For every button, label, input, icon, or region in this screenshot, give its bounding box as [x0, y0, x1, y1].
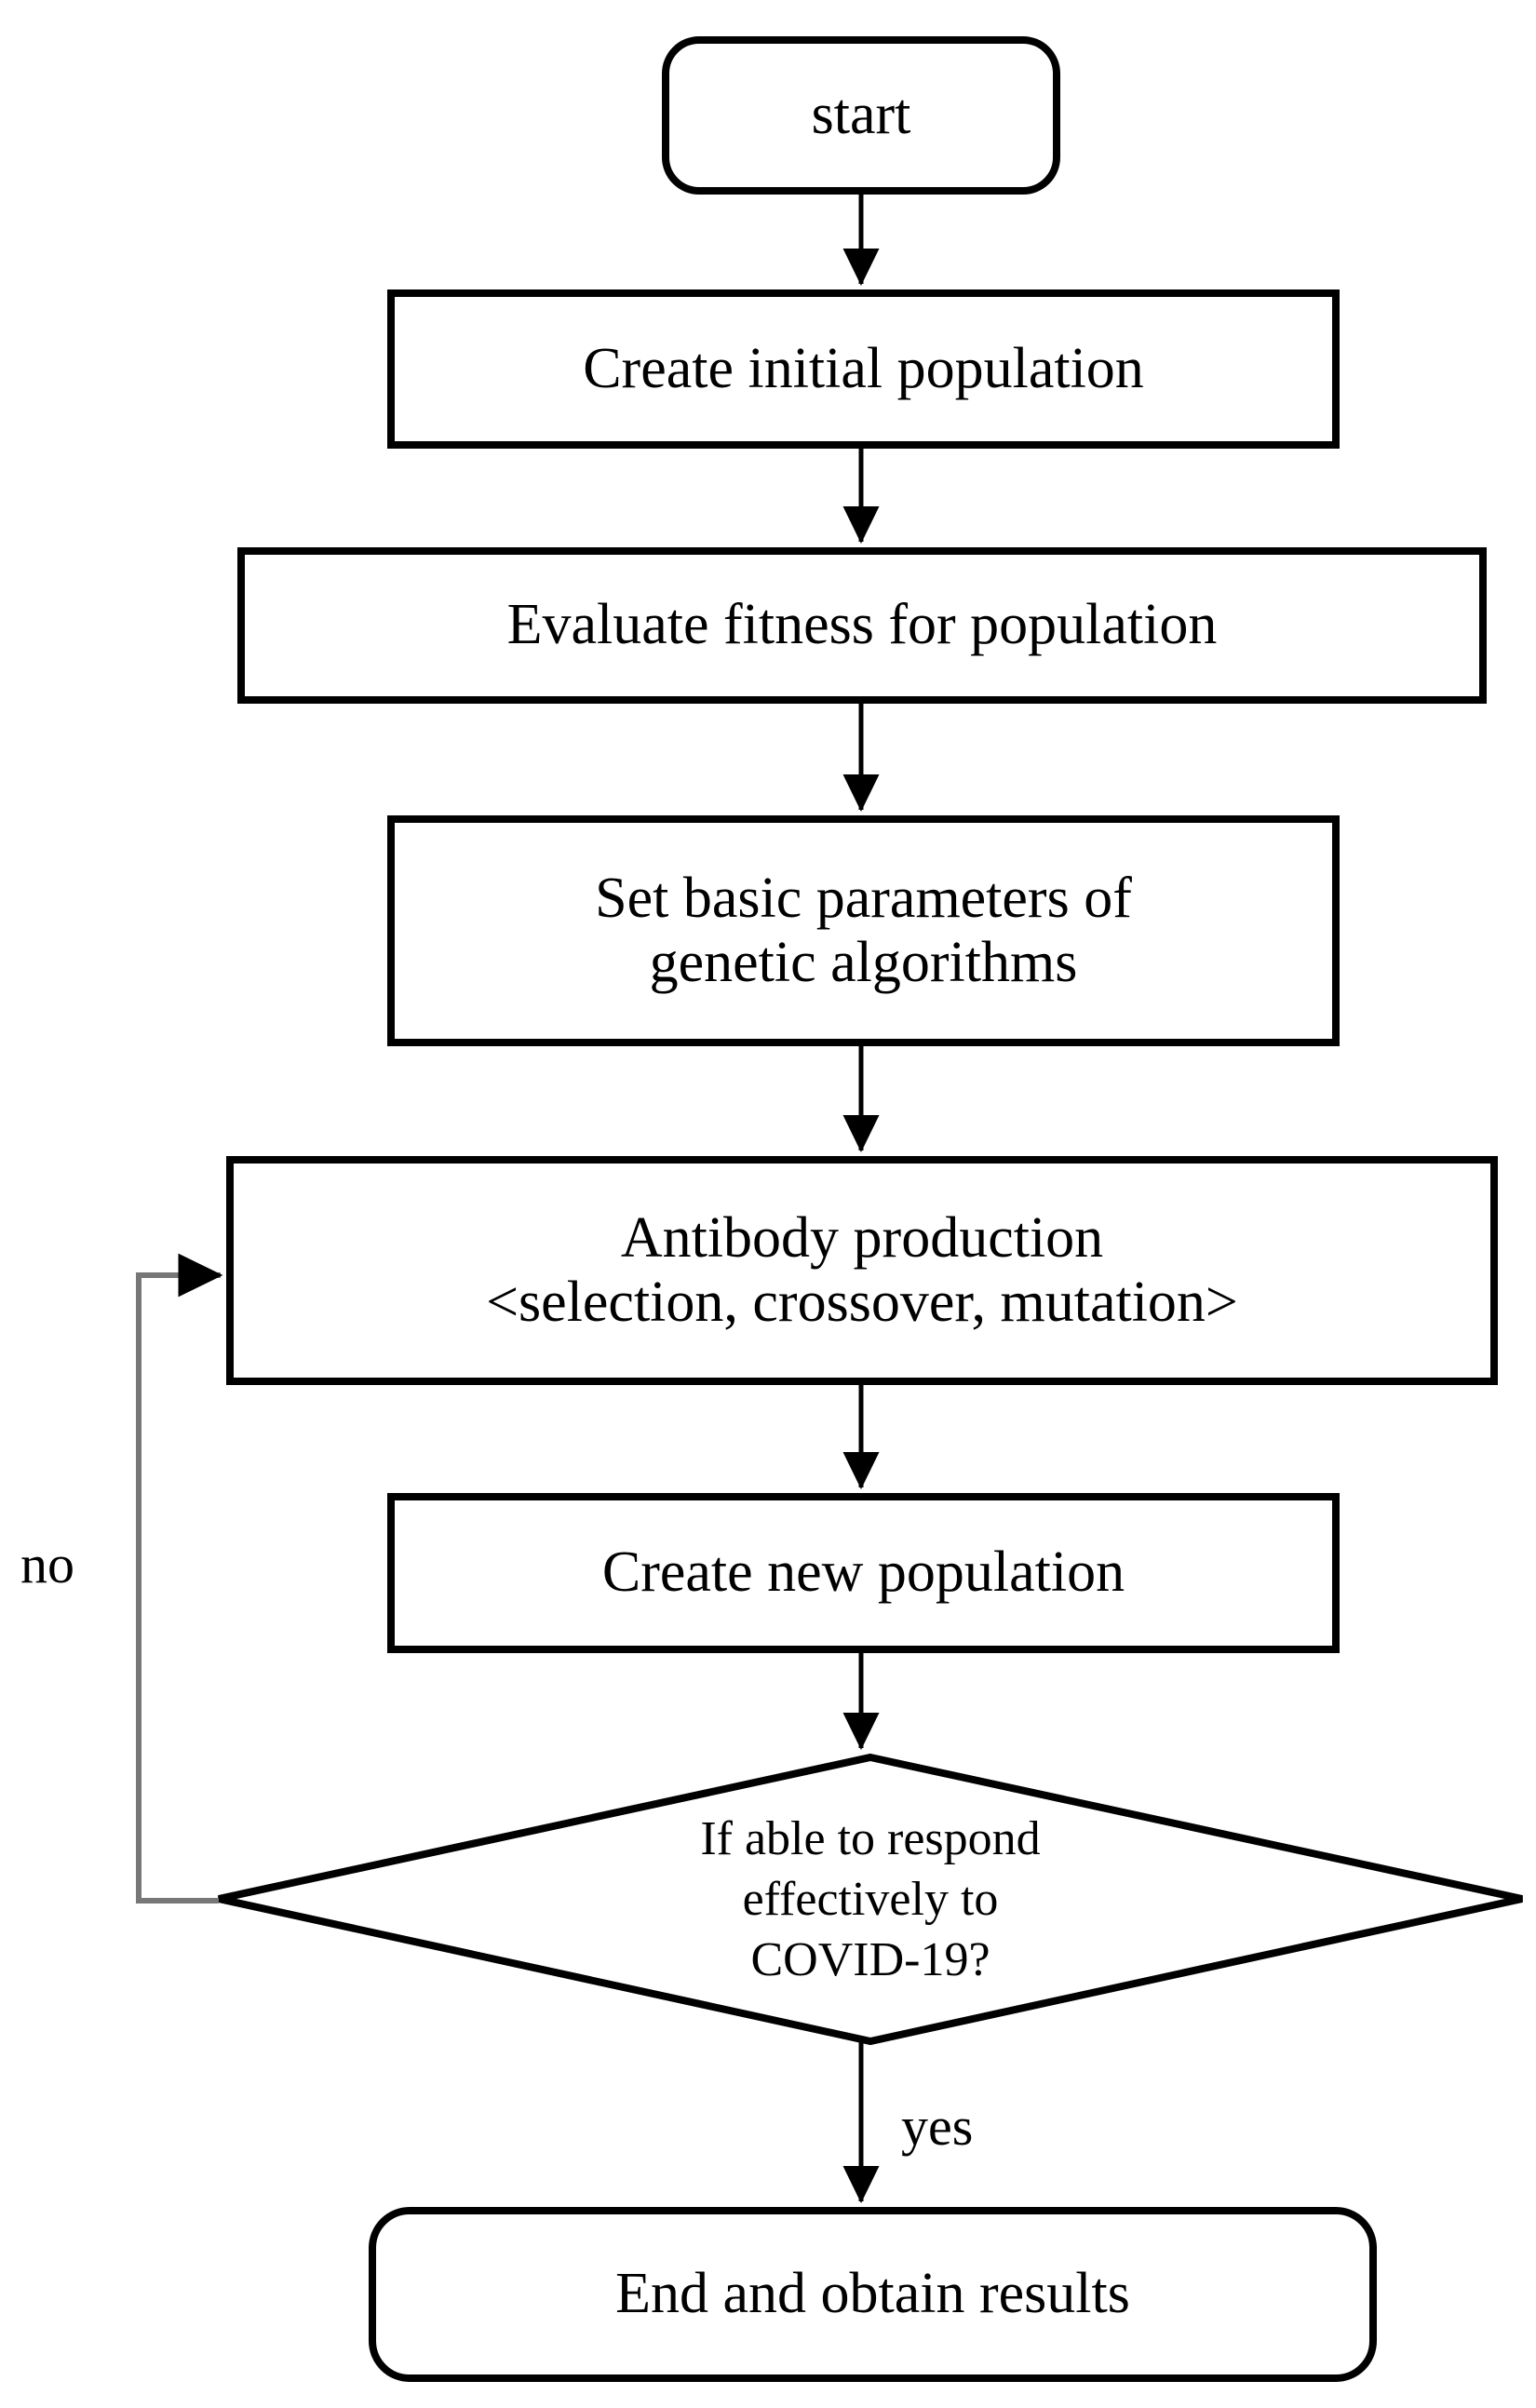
- node-shape-decision-covid-response: [218, 1753, 1523, 2046]
- node-shape-create-new-population: [387, 1493, 1340, 1653]
- node-shape-set-basic-parameters: [387, 815, 1340, 1046]
- node-shape-create-initial-population: [387, 289, 1340, 449]
- node-shape-antibody-production: [226, 1156, 1498, 1385]
- edge-label-yes: yes: [901, 2096, 974, 2157]
- edge-decision-no-loop: [136, 1253, 223, 1904]
- node-shape-evaluate-fitness: [237, 547, 1487, 704]
- edge-label-no: no: [20, 1534, 74, 1594]
- node-shape-start: [662, 36, 1060, 195]
- node-shape-end-obtain-results: [369, 2207, 1377, 2382]
